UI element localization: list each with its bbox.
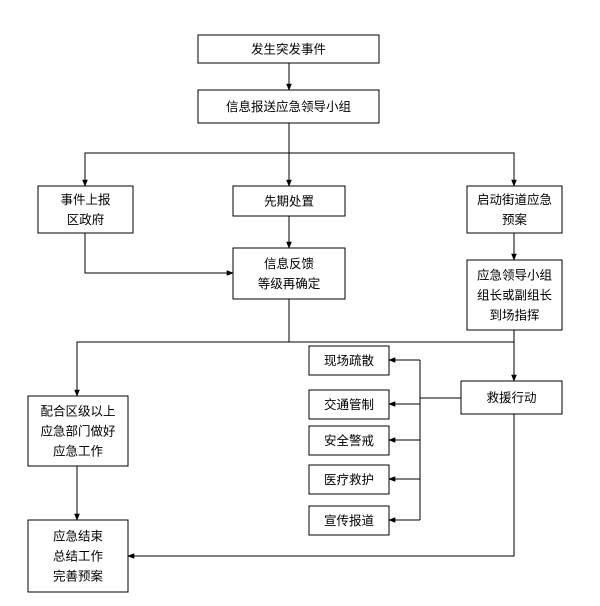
node-label-line: 现场疏散	[324, 353, 375, 368]
node-label-line: 等级再确定	[258, 276, 321, 291]
node-label-line: 应急领导小组	[477, 268, 552, 283]
edge-report-district-to-feedback	[84, 233, 234, 276]
node-label-line: 医疗救护	[324, 472, 374, 487]
node-label-line: 宣传报道	[324, 513, 375, 528]
node-incident: 发生突发事件	[197, 34, 380, 64]
edge-rescue-bus	[419, 360, 461, 520]
node-label-line: 先期处置	[264, 194, 314, 209]
node-medical: 医疗救护	[308, 464, 390, 495]
node-label-line: 事件上报	[60, 192, 111, 207]
node-label-line: 配合区级以上	[40, 404, 115, 419]
edge-rescue-to-conclude	[127, 414, 515, 559]
edge-leadership-group-to-report-district	[82, 152, 289, 187]
node-initial-response: 先期处置	[232, 185, 346, 217]
node-label-line: 信息反馈	[264, 256, 314, 271]
edge-feedback-to-cooperate	[74, 299, 290, 397]
node-publicity: 宣传报道	[308, 505, 390, 536]
node-label-line: 安全警戒	[324, 433, 375, 448]
node-label-line: 完善预案	[53, 569, 104, 584]
node-label-line: 应急工作	[53, 444, 104, 459]
node-label-line: 信息报送应急领导小组	[226, 99, 351, 114]
node-label-line: 到场指挥	[489, 308, 539, 323]
node-rescue: 救援行动	[460, 380, 563, 415]
edge-leadership-group-to-street-plan	[289, 152, 517, 187]
node-label-line: 预案	[502, 212, 528, 227]
node-label-line: 交通管制	[324, 397, 374, 412]
node-dispersal: 现场疏散	[308, 345, 390, 376]
node-label-line: 总结工作	[53, 549, 104, 564]
edges	[74, 63, 517, 559]
node-leadership-group: 信息报送应急领导小组	[197, 89, 380, 124]
node-label-line: 发生突发事件	[251, 42, 326, 57]
node-label-line: 区政府	[67, 212, 105, 227]
node-label-line: 组长或副组长	[477, 288, 553, 303]
node-traffic: 交通管制	[308, 389, 390, 420]
node-label-line: 启动街道应急	[477, 192, 552, 207]
node-label-line: 救援行动	[486, 390, 536, 405]
node-label-line: 应急结束	[53, 529, 104, 544]
node-label-line: 应急部门做好	[40, 424, 115, 439]
node-security: 安全警戒	[308, 425, 390, 456]
